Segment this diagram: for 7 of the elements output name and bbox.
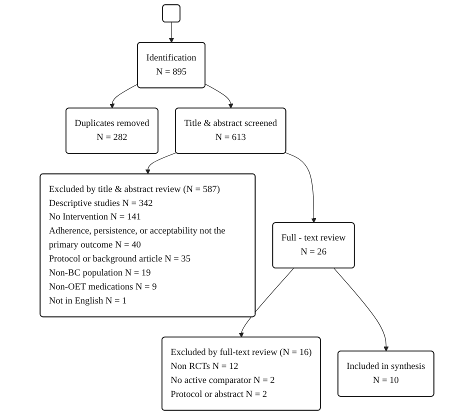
- arrow: [205, 84, 234, 109]
- arrow: [145, 152, 177, 174]
- arrow: [238, 268, 294, 338]
- arrow: [168, 22, 174, 43]
- arrow: [334, 268, 389, 352]
- arrow: [110, 84, 138, 109]
- arrow: [285, 152, 316, 224]
